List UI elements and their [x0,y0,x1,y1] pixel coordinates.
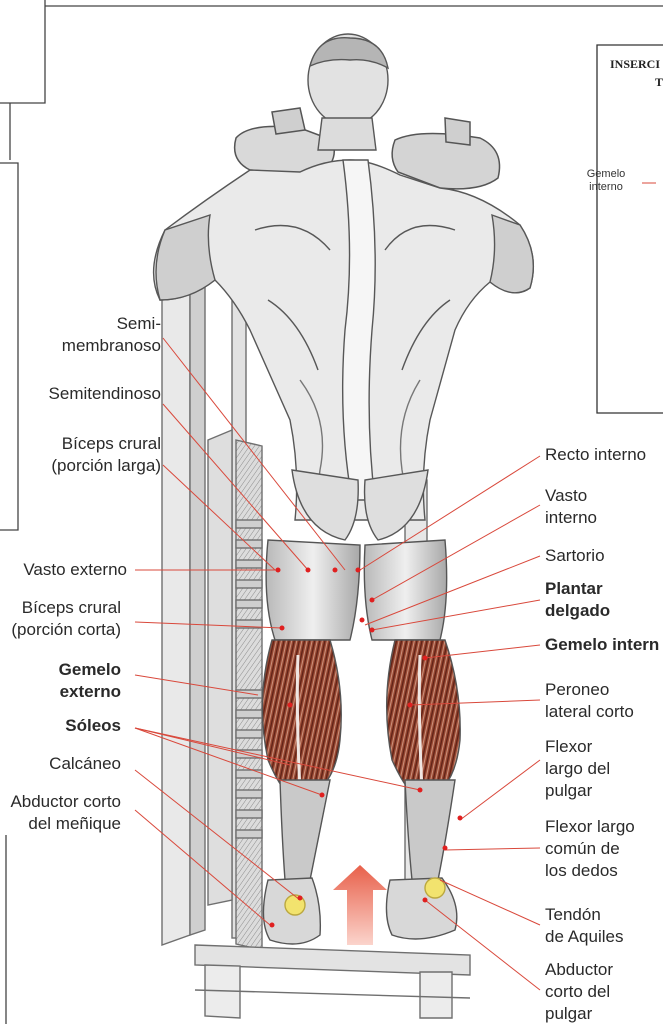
label-line: del meñique [10,813,121,835]
label-semimembranoso: Semi- membranoso [62,313,161,357]
label-line: común de [545,838,635,860]
inset-title-line2: T [655,75,663,90]
label-line: Abductor [545,959,613,981]
label-line: lateral corto [545,701,634,723]
inset-label-line2: interno [576,181,636,194]
label-line: Abductor corto [10,791,121,813]
label-vasto-externo: Vasto externo [23,559,127,581]
label-plantar-delgado: Plantar delgado [545,578,610,622]
label-line: los dedos [545,860,635,882]
inset-label-line1: Gemelo [576,168,636,181]
label-line: Gemelo [59,659,121,681]
label-vasto-interno: Vasto interno [545,485,597,529]
label-line: Flexor [545,736,610,758]
label-line: Peroneo [545,679,634,701]
label-biceps-larga: Bíceps crural (porción larga) [51,433,161,477]
label-line: interno [545,507,597,529]
inset-label-gemelo: Gemelo interno [576,168,636,194]
label-tendon-aquiles: Tendón de Aquiles [545,904,623,948]
label-peroneo: Peroneo lateral corto [545,679,634,723]
label-biceps-corta: Bíceps crural (porción corta) [11,597,121,641]
label-semitendinoso: Semitendinoso [49,383,161,405]
label-soleos: Sóleos [65,715,121,737]
label-line: (porción corta) [11,619,121,641]
label-line: pulgar [545,780,610,802]
label-line: externo [59,681,121,703]
label-line: delgado [545,600,610,622]
label-gemelo-externo: Gemelo externo [59,659,121,703]
inset-title-line1: INSERCI [610,57,660,72]
label-sartorio: Sartorio [545,545,605,567]
label-recto-interno: Recto interno [545,444,646,466]
up-arrow-icon [333,865,387,945]
label-line: pulgar [545,1003,613,1025]
label-flexor-largo-pulgar: Flexor largo del pulgar [545,736,610,802]
label-line: de Aquiles [545,926,623,948]
label-gemelo-interno: Gemelo intern [545,634,659,656]
inset-box [597,45,663,413]
label-line: largo del [545,758,610,780]
label-line: Tendón [545,904,623,926]
label-abductor-pulgar: Abductor corto del pulgar [545,959,613,1025]
label-abductor-menique: Abductor corto del meñique [10,791,121,835]
label-line: Flexor largo [545,816,635,838]
label-line: membranoso [62,335,161,357]
label-line: (porción larga) [51,455,161,477]
label-line: Bíceps crural [11,597,121,619]
label-line: corto del [545,981,613,1003]
label-line: Bíceps crural [51,433,161,455]
label-line: Semi- [62,313,161,335]
label-flexor-comun: Flexor largo común de los dedos [545,816,635,882]
label-calcaneo: Calcáneo [49,753,121,775]
label-line: Plantar [545,578,610,600]
label-line: Vasto [545,485,597,507]
